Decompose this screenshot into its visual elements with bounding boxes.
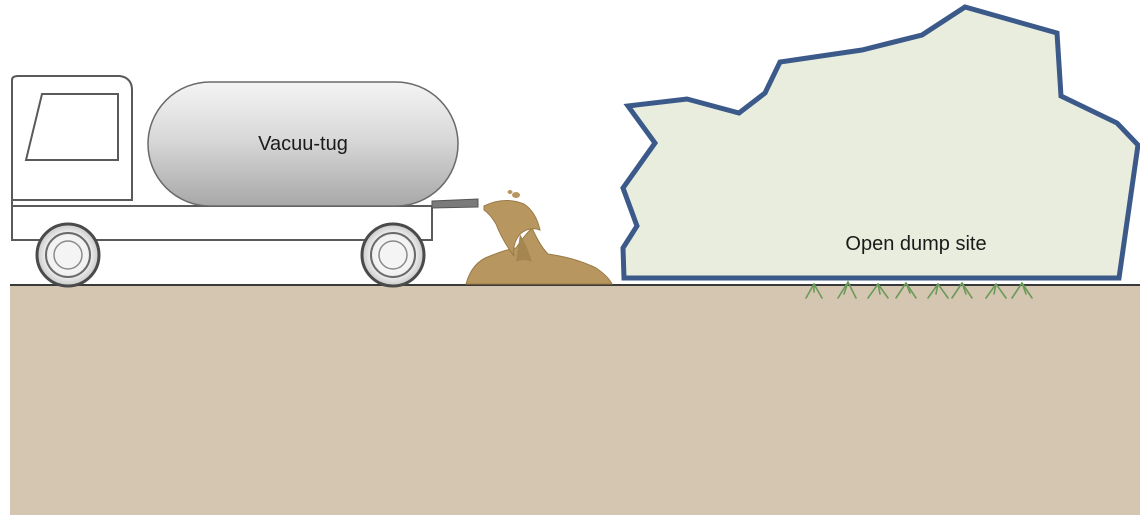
- grass-sprout-icon: [805, 280, 1033, 299]
- rear-wheel: [360, 222, 426, 288]
- tank-label: Vacuu-tug: [258, 133, 348, 155]
- sludge-splash-1: [487, 203, 501, 213]
- vacuum-truck-icon: Vacuu-tug: [11, 75, 479, 288]
- sludge-pile-icon: [465, 190, 613, 285]
- sludge-pile: [465, 227, 613, 285]
- sludge-splash-3: [507, 190, 513, 194]
- front-wheel: [35, 222, 101, 288]
- ground: [10, 285, 1140, 515]
- tank: [147, 81, 459, 207]
- sludge-splash-2: [512, 192, 520, 198]
- dump-site-label: Open dump site: [845, 233, 986, 255]
- truck-window: [24, 93, 119, 161]
- discharge-hose: [431, 198, 479, 209]
- dump-site-shape: [620, 4, 1140, 281]
- sludge-stream: [483, 200, 541, 257]
